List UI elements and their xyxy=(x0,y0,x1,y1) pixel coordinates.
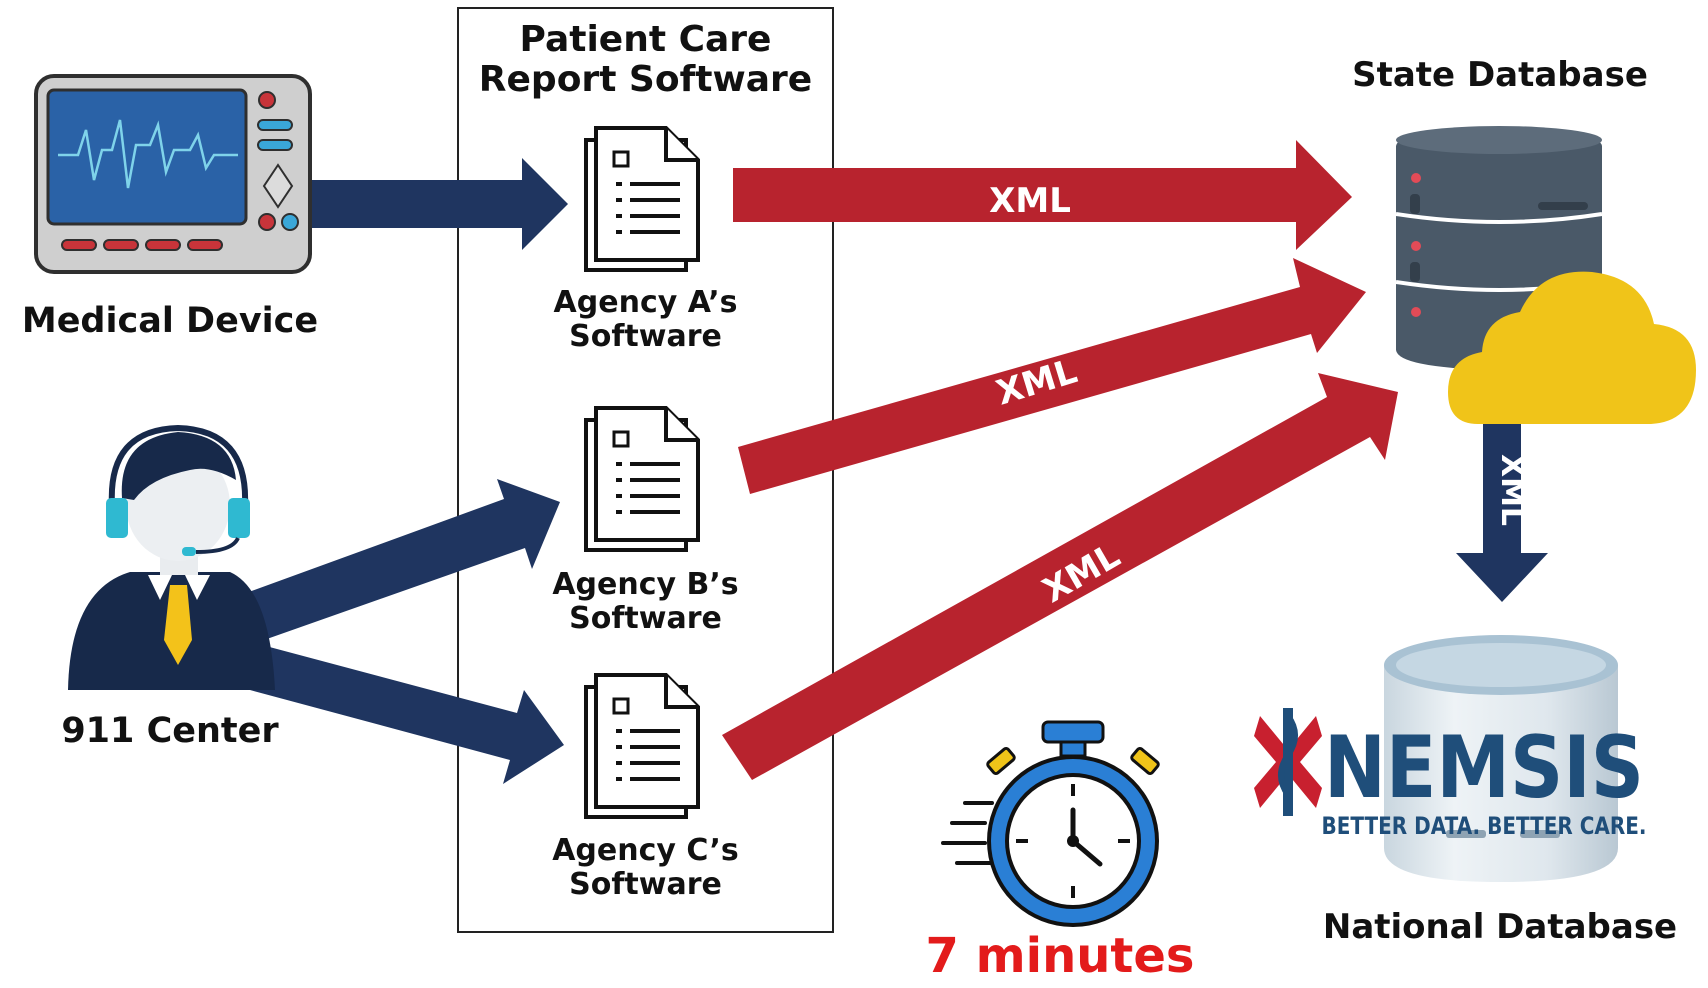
agency-b-line2: Software xyxy=(569,600,722,636)
agency-a-line1: Agency A’s xyxy=(553,285,738,320)
arrow-agency-c-to-state xyxy=(722,373,1398,780)
xml-label-a: XML xyxy=(989,181,1071,221)
xml-label-national: XML xyxy=(1494,454,1529,526)
stopwatch-icon xyxy=(941,720,1160,927)
nemsis-logo-text: NEMSIS xyxy=(1324,718,1644,818)
center-label: 911 Center xyxy=(61,711,279,751)
nemsis-star-of-life-icon xyxy=(1254,708,1322,816)
document-icon-a xyxy=(584,126,700,272)
arrow-device-to-agency-a xyxy=(305,158,568,250)
agency-a-line2: Software xyxy=(569,318,722,354)
arrow-agency-b-to-state xyxy=(738,258,1366,494)
arrow-center-to-agency-c xyxy=(250,645,564,784)
agency-b-line1: Agency B’s xyxy=(552,567,739,602)
agency-c-line2: Software xyxy=(569,866,722,902)
agency-c-label: Agency C’s Software xyxy=(457,834,834,901)
medical-device-icon xyxy=(34,74,312,274)
agency-b-label: Agency B’s Software xyxy=(457,568,834,635)
agency-c-line1: Agency C’s xyxy=(552,833,739,868)
operator-icon xyxy=(68,424,275,690)
document-icon-c xyxy=(584,673,700,819)
arrow-agency-a-to-state xyxy=(733,140,1352,250)
pcr-title-line2: Report Software xyxy=(478,59,813,101)
state-database-label: State Database xyxy=(1352,55,1648,95)
medical-device-label: Medical Device xyxy=(21,301,319,341)
arrow-center-to-agency-b xyxy=(246,479,560,640)
pcr-title-line1: Patient Care xyxy=(519,19,772,60)
national-database-cylinder-icon xyxy=(1384,635,1618,882)
cloud-icon xyxy=(1448,271,1696,424)
pcr-title: Patient Care Report Software xyxy=(457,19,834,101)
nemsis-tagline: BETTER DATA. BETTER CARE. xyxy=(1322,812,1647,840)
arrow-state-to-national xyxy=(1456,418,1548,602)
document-icon-b xyxy=(584,406,700,552)
agency-a-label: Agency A’s Software xyxy=(457,286,834,353)
national-database-label: National Database xyxy=(1322,907,1678,947)
time-label: 7 minutes xyxy=(925,928,1195,984)
